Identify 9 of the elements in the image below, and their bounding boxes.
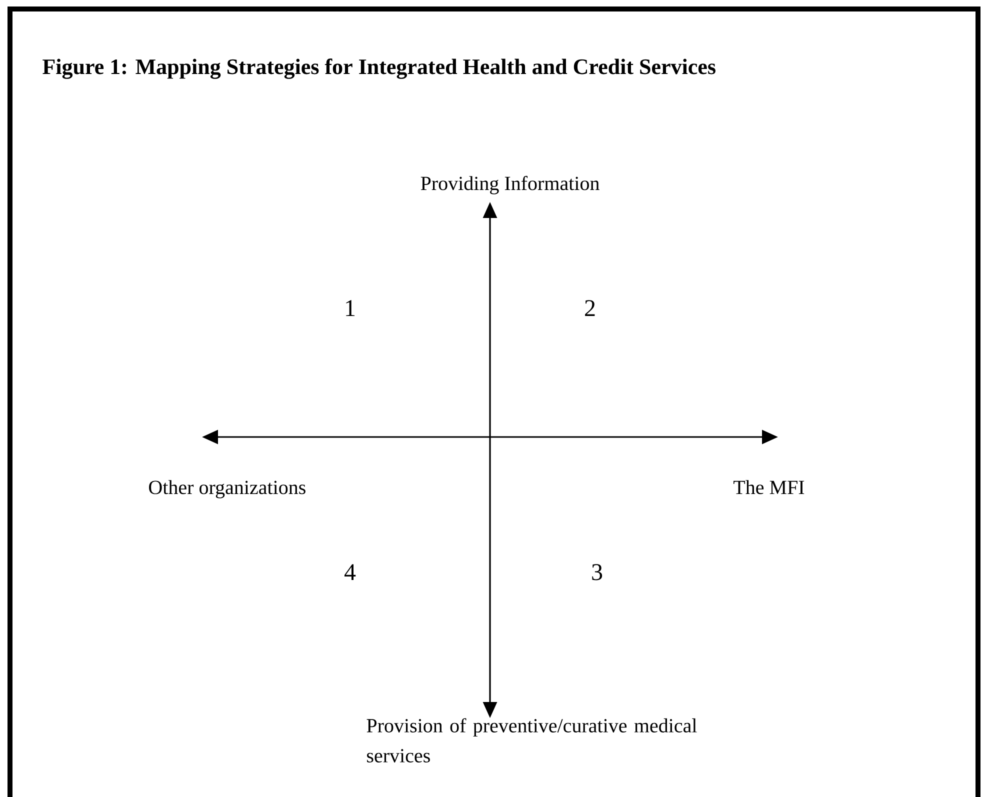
quadrant-number: 2 xyxy=(585,300,595,316)
quadrant-number: 4 xyxy=(344,564,356,580)
axis-label: Provision of preventive/curative medical services xyxy=(366,718,697,762)
axis-label: Providing Information xyxy=(420,176,600,194)
axis-label: Other organizations xyxy=(149,480,306,498)
quadrant-number: 1 xyxy=(346,300,355,316)
quadrant-number: 3 xyxy=(592,564,602,580)
axis-label: The MFI xyxy=(734,480,804,494)
figure-title: Figure 1: Mapping Strategies for Integrated Health and Credit Services xyxy=(42,58,716,79)
